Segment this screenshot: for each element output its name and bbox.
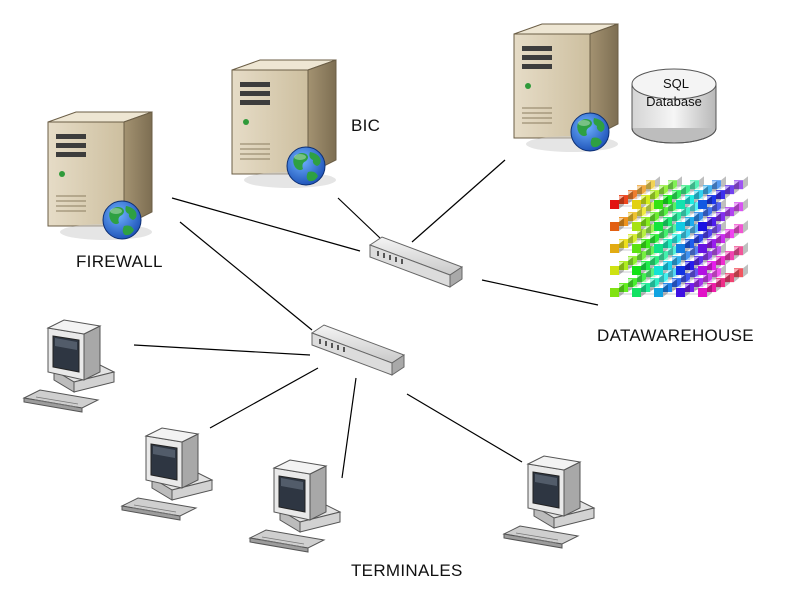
link-terminal2-switch-lower — [209, 367, 319, 429]
link-terminal3-switch-lower — [341, 377, 357, 479]
terminal-2[interactable] — [121, 427, 213, 521]
bic-server[interactable] — [231, 59, 337, 189]
network-switch-upper[interactable] — [369, 236, 463, 288]
terminales-label: TERMINALES — [351, 561, 463, 580]
cube-cell — [610, 240, 624, 253]
cube-cell — [610, 284, 624, 297]
database-label-line1: SQL — [663, 76, 689, 91]
firewall-server[interactable] — [47, 111, 153, 241]
globe-icon — [570, 112, 610, 152]
link-terminal4-switch-lower — [406, 393, 523, 463]
link-bic-switch-upper — [337, 197, 381, 239]
link-firewall-switch-upper — [171, 197, 361, 252]
firewall-label: FIREWALL — [76, 252, 163, 271]
sql-database-server[interactable]: SQL Database — [513, 23, 717, 153]
data-cube-icon[interactable] — [610, 176, 748, 297]
network-links — [133, 159, 599, 479]
terminal-4[interactable] — [503, 455, 595, 549]
bic-label: BIC — [351, 116, 381, 135]
globe-icon — [102, 200, 142, 240]
datawarehouse-label: DATAWAREHOUSE — [597, 326, 754, 345]
link-terminal1-switch-lower — [133, 344, 311, 356]
terminal-3[interactable] — [249, 459, 341, 553]
link-switch-upper-datawarehouse — [481, 279, 599, 306]
cube-cell — [610, 196, 624, 209]
globe-icon — [286, 146, 326, 186]
link-sql-switch-upper — [411, 159, 506, 243]
terminal-1[interactable] — [23, 319, 115, 413]
network-switch-lower[interactable] — [311, 324, 405, 376]
database-cylinder-icon: SQL Database — [631, 68, 717, 144]
cube-cell — [610, 262, 624, 275]
database-label-line2: Database — [646, 94, 702, 109]
cube-cell — [610, 218, 624, 231]
link-firewall-switch-lower — [179, 221, 313, 331]
